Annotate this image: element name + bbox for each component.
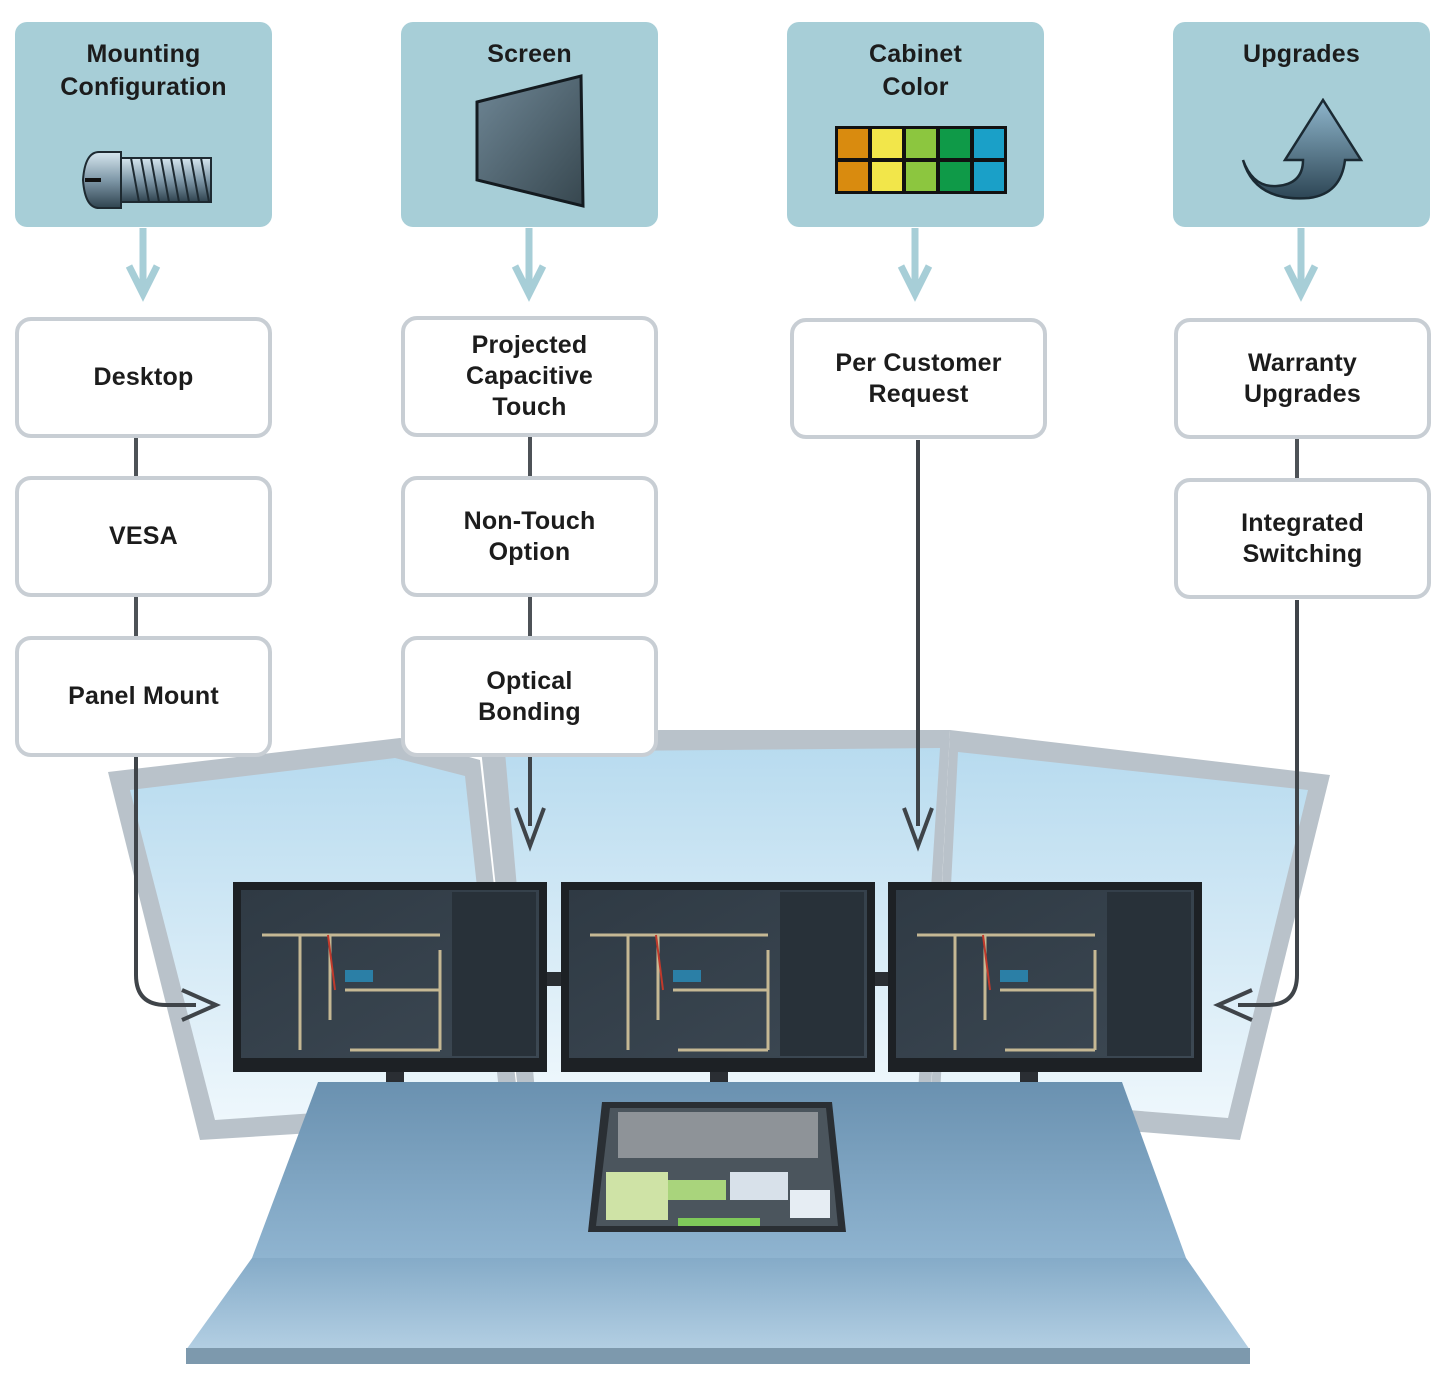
option-label: VESA bbox=[109, 522, 178, 550]
option-connectors bbox=[134, 437, 1299, 636]
header-mounting-configuration: Mounting Configuration bbox=[15, 22, 272, 227]
option-panel-mount: Panel Mount bbox=[15, 636, 272, 757]
option-label: Desktop bbox=[93, 363, 194, 391]
swatch-row bbox=[838, 129, 1004, 191]
header-flow-arrows bbox=[125, 228, 1319, 302]
monitor-right bbox=[888, 882, 1202, 1072]
option-integrated-switching: Integrated Switching bbox=[1174, 478, 1431, 599]
option-non-touch: Non-Touch Option bbox=[401, 476, 658, 597]
option-desktop: Desktop bbox=[15, 317, 272, 438]
monitor-left bbox=[233, 882, 547, 1072]
header-title: Mounting Configuration bbox=[60, 40, 227, 101]
option-label: Warranty Upgrades bbox=[1244, 348, 1361, 408]
header-upgrades: Upgrades bbox=[1173, 22, 1430, 227]
header-title: Upgrades bbox=[1243, 40, 1360, 68]
header-screen: Screen bbox=[401, 22, 658, 227]
header-title: Cabinet Color bbox=[868, 40, 963, 101]
option-label: Optical Bonding bbox=[478, 666, 581, 726]
option-optical-bonding: Optical Bonding bbox=[401, 636, 658, 757]
option-label: Panel Mount bbox=[68, 682, 219, 710]
touch-panel bbox=[588, 1102, 846, 1232]
option-per-customer-request: Per Customer Request bbox=[790, 318, 1047, 439]
option-label: Non-Touch Option bbox=[463, 506, 596, 566]
upgrade-arrow-icon bbox=[1241, 98, 1364, 200]
color-swatches-icon bbox=[835, 126, 1007, 194]
install-arrows bbox=[134, 440, 1299, 1022]
screw-icon bbox=[81, 151, 212, 209]
option-label: Integrated Switching bbox=[1241, 508, 1364, 568]
header-cabinet-color: Cabinet Color bbox=[787, 22, 1044, 227]
monitor-array bbox=[233, 882, 1202, 1232]
option-label: Projected Capacitive Touch bbox=[465, 331, 594, 421]
option-label: Per Customer Request bbox=[835, 348, 1002, 408]
option-warranty-upgrades: Warranty Upgrades bbox=[1174, 318, 1431, 439]
screen-icon bbox=[475, 74, 585, 208]
option-vesa: VESA bbox=[15, 476, 272, 597]
option-projected-capacitive-touch: Projected Capacitive Touch bbox=[401, 316, 658, 437]
monitor-center bbox=[561, 882, 875, 1072]
header-title: Screen bbox=[487, 40, 572, 68]
